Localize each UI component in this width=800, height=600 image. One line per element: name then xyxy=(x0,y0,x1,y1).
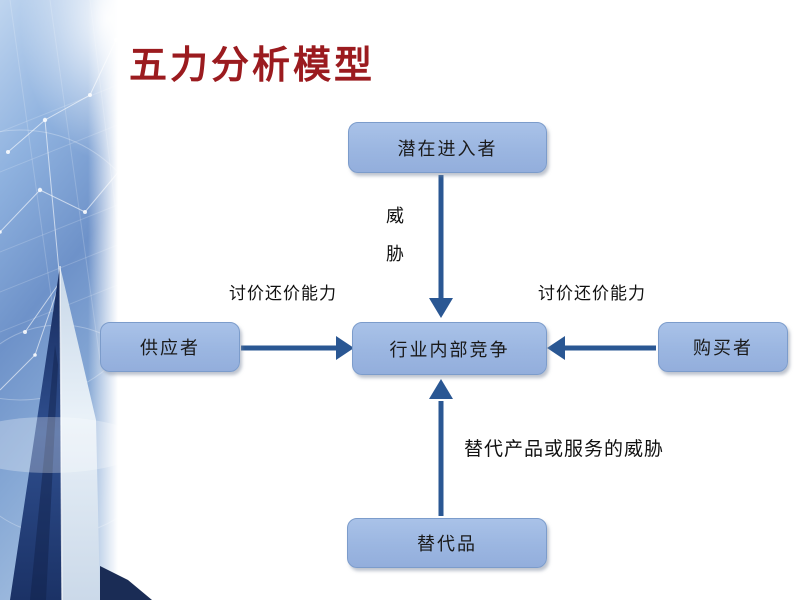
arrow-entrants-to-center xyxy=(429,175,453,318)
box-substitutes-label: 替代品 xyxy=(417,534,477,554)
box-substitutes: 替代品 xyxy=(347,518,547,568)
box-industry-rivalry: 行业内部竞争 xyxy=(352,322,547,375)
arrow-substitutes-to-center xyxy=(429,379,453,516)
box-suppliers-label: 供应者 xyxy=(140,338,200,358)
box-industry-rivalry-label: 行业内部竞争 xyxy=(389,339,510,360)
label-entrants-threat: 威胁 xyxy=(386,206,404,264)
box-potential-entrants-label: 潜在进入者 xyxy=(397,138,498,159)
arrow-buyers-to-center xyxy=(547,336,656,360)
box-suppliers: 供应者 xyxy=(100,322,240,372)
label-supplier-bargaining: 讨价还价能力 xyxy=(229,284,337,303)
label-buyer-bargaining: 讨价还价能力 xyxy=(538,284,646,303)
arrow-suppliers-to-center xyxy=(241,336,354,360)
box-buyers-label: 购买者 xyxy=(693,338,753,358)
sidebar-artwork xyxy=(0,0,160,600)
page-title: 五力分析模型 xyxy=(129,45,376,87)
box-buyers: 购买者 xyxy=(658,322,788,372)
box-potential-entrants: 潜在进入者 xyxy=(348,122,547,173)
label-substitute-threat: 替代产品或服务的威胁 xyxy=(464,439,665,460)
building-graphic xyxy=(0,265,152,600)
